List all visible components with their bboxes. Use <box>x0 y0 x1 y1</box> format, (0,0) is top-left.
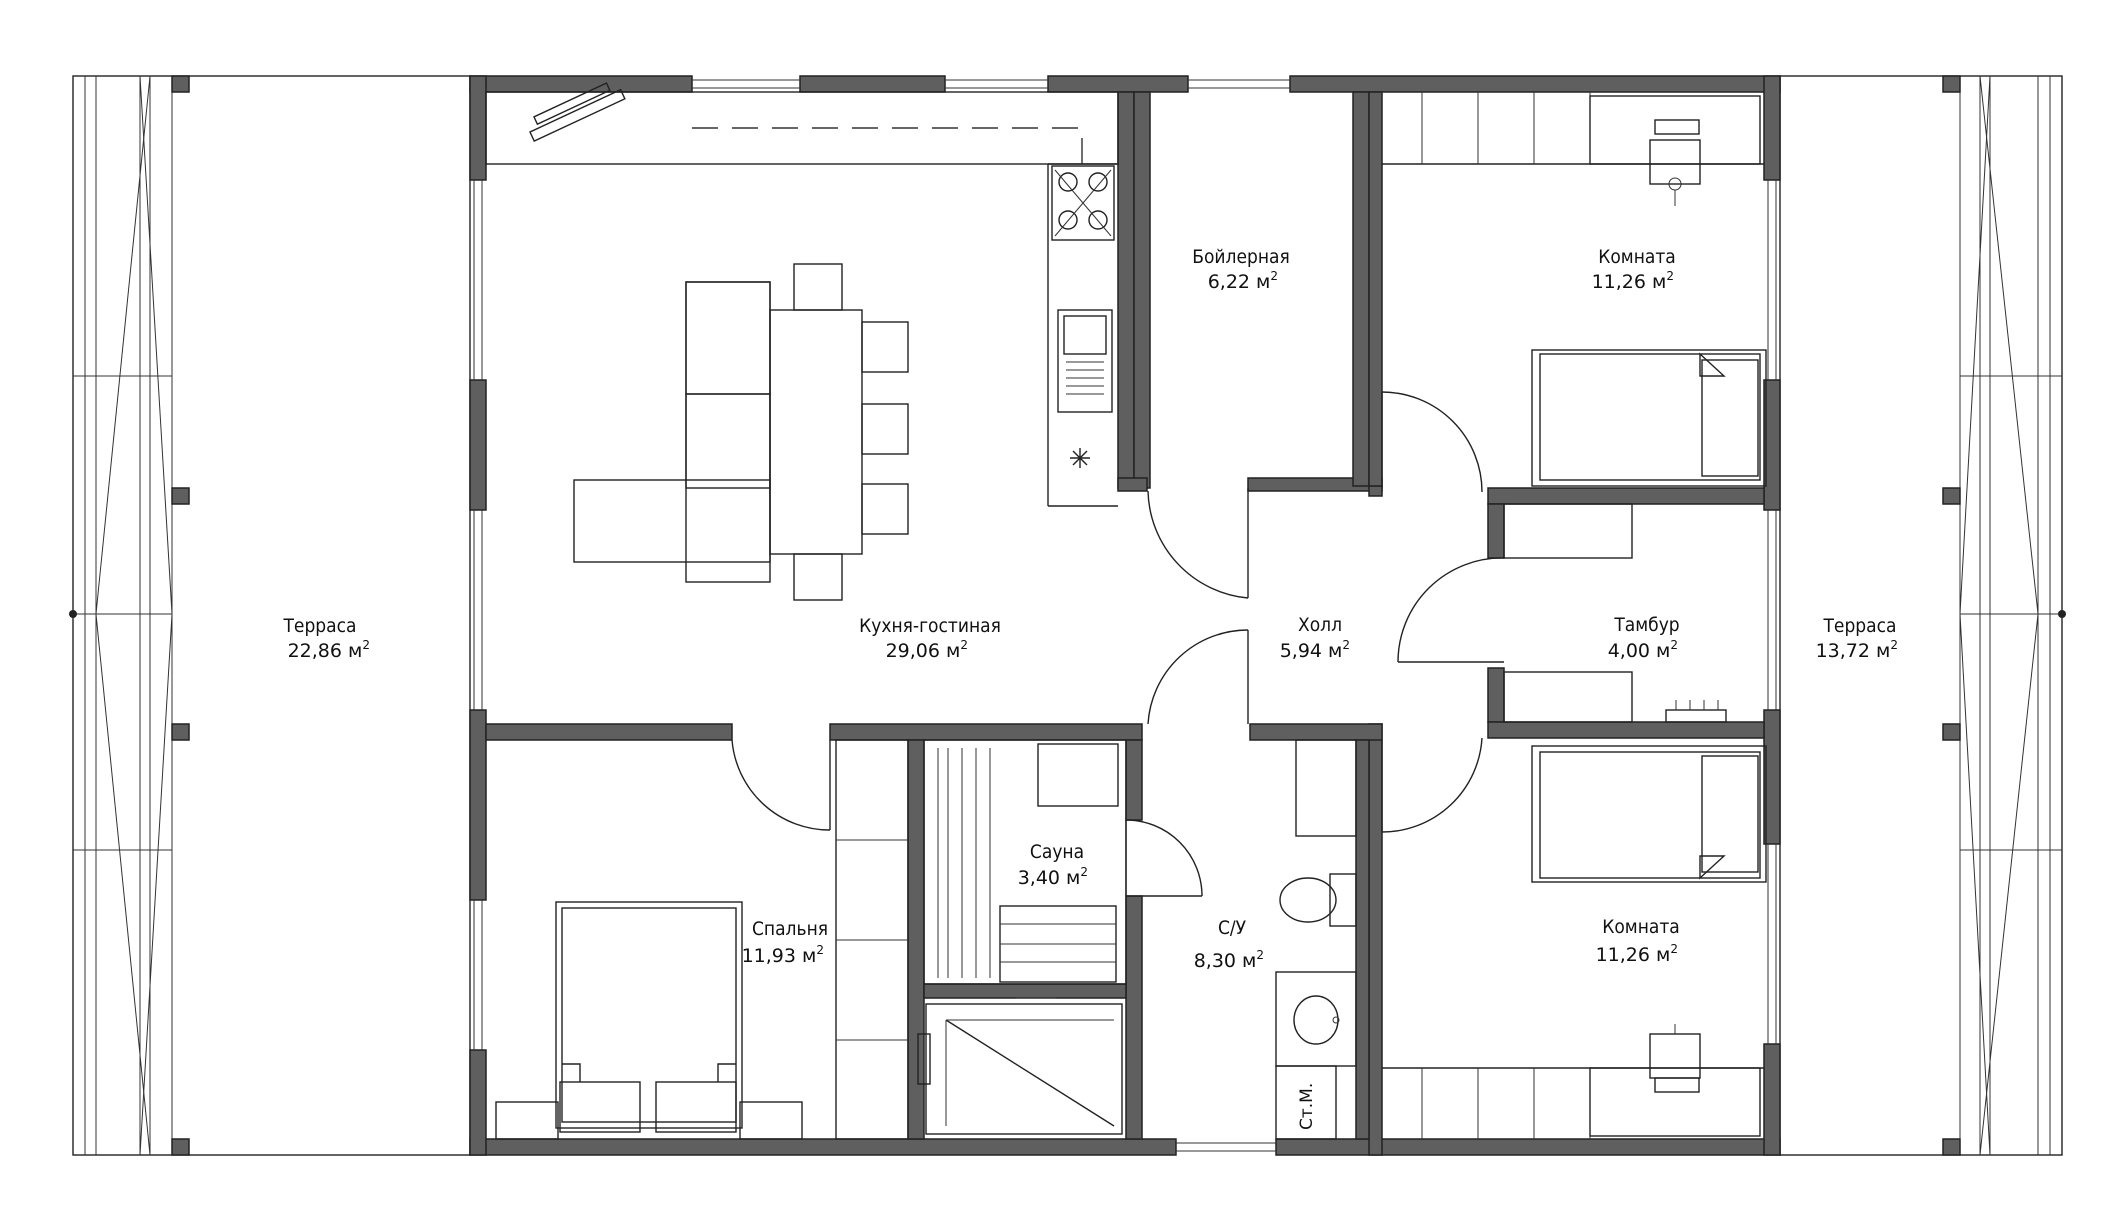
room-unit: м <box>1242 950 1256 972</box>
svg-text:м2: м2 <box>1328 638 1350 662</box>
svg-text:5,94: 5,94 <box>1280 640 1322 662</box>
terrace-left <box>69 75 471 1156</box>
room-name: Тамбур <box>1613 614 1679 636</box>
room-bottom-furniture <box>1382 745 1767 1139</box>
room-area: 11,26 <box>1596 944 1650 966</box>
room-unit-exp: 2 <box>816 943 824 957</box>
room-name: Сауна <box>1030 841 1084 863</box>
room-unit: м <box>1328 640 1342 662</box>
room-name: Бойлерная <box>1192 246 1290 268</box>
exterior-walls <box>469 75 1781 1156</box>
room-unit: м <box>1656 944 1670 966</box>
room-name: Терраса <box>1822 615 1896 637</box>
room-name: Комната <box>1598 246 1676 268</box>
svg-text:м2: м2 <box>348 638 370 662</box>
svg-text:3,40: 3,40 <box>1018 867 1060 889</box>
svg-text:22,86: 22,86 <box>288 640 342 662</box>
bedroom-furniture <box>495 739 909 1140</box>
room-unit-exp: 2 <box>362 638 370 652</box>
vestibule-furniture <box>1503 503 1727 723</box>
room-unit: м <box>802 945 816 967</box>
room-label-hall: Холл 5,94 м2 <box>1280 614 1350 662</box>
room-unit: м <box>1656 640 1670 662</box>
room-top-furniture <box>1382 92 1767 487</box>
room-area: 6,22 <box>1208 271 1250 293</box>
interior-walls <box>485 91 1765 1156</box>
room-area: 11,93 <box>742 945 796 967</box>
room-unit: м <box>1876 640 1890 662</box>
room-unit-exp: 2 <box>1670 638 1678 652</box>
room-unit: м <box>1066 867 1080 889</box>
room-area: 4,00 <box>1608 640 1650 662</box>
svg-text:м2: м2 <box>1876 638 1898 662</box>
room-label-terrace-right: Терраса 13,72 м2 <box>1816 615 1898 662</box>
svg-text:м2: м2 <box>1256 269 1278 293</box>
svg-text:11,26: 11,26 <box>1592 271 1646 293</box>
room-unit: м <box>1652 271 1666 293</box>
svg-text:29,06: 29,06 <box>886 640 940 662</box>
room-area: 5,94 <box>1280 640 1322 662</box>
room-unit-exp: 2 <box>1256 948 1264 962</box>
svg-text:м2: м2 <box>1652 269 1674 293</box>
svg-text:м2: м2 <box>946 638 968 662</box>
room-area: 8,30 <box>1194 950 1236 972</box>
room-unit-exp: 2 <box>1890 638 1898 652</box>
room-name: Холл <box>1298 614 1342 636</box>
room-unit: м <box>946 640 960 662</box>
room-label-sauna: Сауна 3,40 м2 <box>1018 841 1088 889</box>
room-label-terrace-left: Терраса 22,86 м2 <box>282 615 369 662</box>
svg-text:м2: м2 <box>1066 865 1088 889</box>
windows <box>473 79 1777 1152</box>
room-unit-exp: 2 <box>960 638 968 652</box>
svg-text:м2: м2 <box>1656 942 1678 966</box>
room-unit-exp: 2 <box>1342 638 1350 652</box>
room-area: 13,72 <box>1816 640 1870 662</box>
room-name: Кухня-гостиная <box>859 615 1001 637</box>
room-area: 11,26 <box>1592 271 1646 293</box>
room-label-bedroom: Спальня 11,93 м2 <box>742 918 828 967</box>
sauna-furniture <box>917 739 1127 1135</box>
room-name: С/У <box>1218 917 1247 939</box>
room-name: Терраса <box>282 615 356 637</box>
svg-text:4,00: 4,00 <box>1608 640 1650 662</box>
room-name: Комната <box>1602 916 1680 938</box>
room-area: 3,40 <box>1018 867 1060 889</box>
room-unit: м <box>348 640 362 662</box>
room-label-room-bottom: Комната 11,26 м2 <box>1596 916 1680 966</box>
room-area: 29,06 <box>886 640 940 662</box>
room-label-boiler: Бойлерная 6,22 м2 <box>1192 246 1290 293</box>
bathroom-furniture <box>1275 739 1357 1140</box>
room-unit: м <box>1256 271 1270 293</box>
svg-text:8,30: 8,30 <box>1194 950 1236 972</box>
room-unit-exp: 2 <box>1670 942 1678 956</box>
svg-text:6,22: 6,22 <box>1208 271 1250 293</box>
room-label-kitchen: Кухня-гостиная 29,06 м2 <box>859 615 1001 662</box>
svg-text:11,93: 11,93 <box>742 945 796 967</box>
kitchen-furniture <box>485 82 1119 601</box>
room-label-vestibule: Тамбур 4,00 м2 <box>1608 614 1680 662</box>
room-area: 22,86 <box>288 640 342 662</box>
svg-text:13,72: 13,72 <box>1816 640 1870 662</box>
room-unit-exp: 2 <box>1080 865 1088 879</box>
svg-text:м2: м2 <box>1242 948 1264 972</box>
washer-label: Ст.М. <box>1297 1083 1317 1130</box>
room-unit-exp: 2 <box>1270 269 1278 283</box>
svg-text:м2: м2 <box>1656 638 1678 662</box>
room-label-room-top: Комната 11,26 м2 <box>1592 246 1676 293</box>
room-label-bathroom: С/У 8,30 м2 <box>1194 917 1264 972</box>
svg-text:11,26: 11,26 <box>1596 944 1650 966</box>
room-name: Спальня <box>752 918 828 940</box>
svg-text:м2: м2 <box>802 943 824 967</box>
doors <box>731 391 1505 897</box>
terrace-right <box>1779 75 2066 1156</box>
room-unit-exp: 2 <box>1666 269 1674 283</box>
